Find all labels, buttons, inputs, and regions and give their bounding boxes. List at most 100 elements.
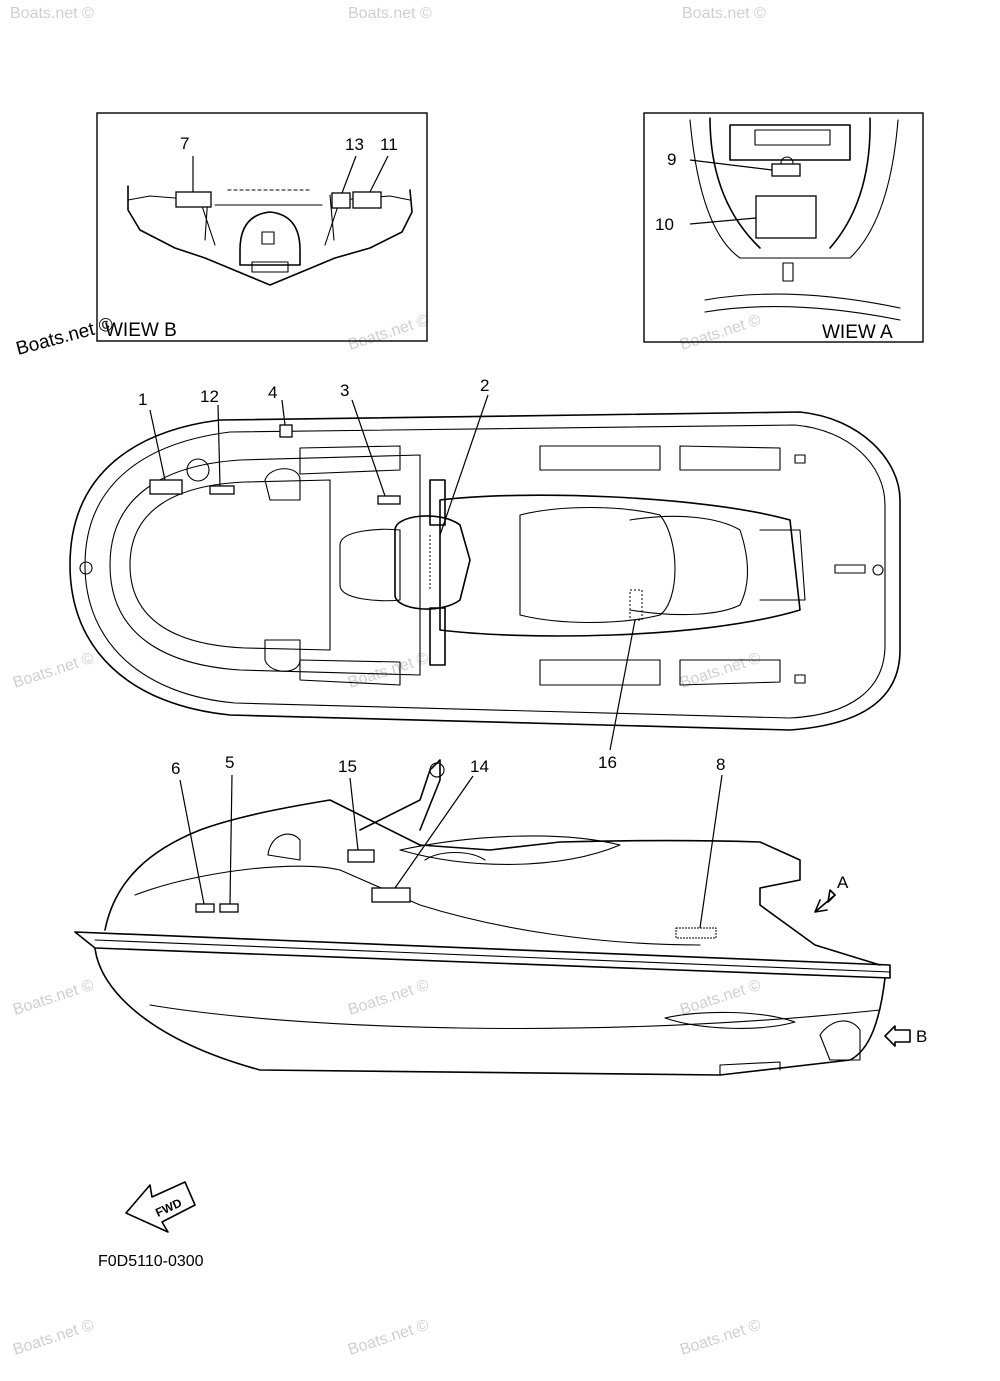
label-14 <box>371 887 411 903</box>
leader-8 <box>699 774 723 929</box>
leader-5 <box>229 774 233 905</box>
side-handlebar <box>359 759 441 831</box>
label-11 <box>352 191 382 209</box>
watermark-main: Boats.net © <box>14 314 116 360</box>
top-hull-rim <box>84 424 886 719</box>
callout-10: 10 <box>655 215 674 234</box>
side-seat-top <box>399 835 621 865</box>
top-bow-inner <box>129 479 331 651</box>
leader-13 <box>341 155 357 194</box>
callout-7: 7 <box>180 134 189 153</box>
side-intake <box>664 1011 796 1029</box>
watermark: Boats.net © <box>678 312 763 354</box>
watermark: Boats.net © <box>10 5 94 22</box>
top-fuel-cap <box>186 458 210 482</box>
callout-5: 5 <box>225 753 234 772</box>
leader-3 <box>351 399 386 497</box>
top-view: 1 12 4 3 2 16 <box>69 376 901 772</box>
side-grip-end <box>429 762 445 778</box>
watermark: Boats.net © <box>346 312 431 354</box>
stern-outline <box>127 185 413 286</box>
callout-12: 12 <box>200 387 219 406</box>
view-b-arrow-label: B <box>916 1027 927 1046</box>
callout-9: 9 <box>667 150 676 169</box>
top-grips <box>429 479 446 666</box>
callout-6: 6 <box>171 759 180 778</box>
hull-outer <box>689 119 899 259</box>
callout-14: 14 <box>470 757 489 776</box>
stern-nozzle <box>239 211 301 266</box>
leader-12 <box>217 404 221 487</box>
top-bow-eye <box>79 561 93 575</box>
deck-lines <box>704 293 901 321</box>
watermark: Boats.net © <box>678 650 763 692</box>
leader-11 <box>369 155 389 193</box>
callout-11: 11 <box>380 135 398 154</box>
watermark: Boats.net © <box>11 977 96 1019</box>
watermarks: Boats.net © Boats.net © Boats.net © Boat… <box>10 5 766 1359</box>
label-7 <box>175 191 212 208</box>
view-a-frame <box>643 112 924 343</box>
top-bow-deck <box>109 454 421 676</box>
top-seat <box>439 494 801 637</box>
callout-13: 13 <box>345 135 364 154</box>
view-a-title: WIEW A <box>822 322 893 343</box>
top-seat-pad-2 <box>629 515 748 616</box>
view-b-frame <box>96 112 428 342</box>
hull-outline <box>709 117 871 249</box>
watermark: Boats.net © <box>11 1317 96 1359</box>
fwd-arrow-icon <box>125 1181 196 1233</box>
leader-1 <box>149 409 166 481</box>
leader-6 <box>179 779 205 905</box>
callout-8: 8 <box>716 755 725 774</box>
label-6 <box>195 903 215 913</box>
nozzle-square <box>261 231 275 245</box>
view-b-title: WIEW B <box>105 320 177 341</box>
view-a-arrow-label: A <box>837 873 849 892</box>
part-code: F0D5110-0300 <box>98 1253 204 1270</box>
view-a-inset: 9 10 WIEW A <box>643 112 924 343</box>
side-deck-line <box>134 865 701 946</box>
side-mirror <box>267 833 301 861</box>
callout-4: 4 <box>268 383 277 402</box>
label-4 <box>279 424 293 438</box>
callout-3: 3 <box>340 381 349 400</box>
label-1 <box>149 479 183 495</box>
leader-14 <box>394 775 474 889</box>
label-12 <box>209 485 235 495</box>
label-13 <box>331 192 351 209</box>
side-upper-deck <box>104 799 881 966</box>
callout-15: 15 <box>338 757 357 776</box>
top-mirrors <box>264 468 301 672</box>
side-gunwale-line <box>94 939 891 973</box>
callout-2: 2 <box>480 376 489 395</box>
top-steering <box>394 515 471 610</box>
fwd-label: FWD <box>153 1195 184 1219</box>
fwd-indicator: FWD <box>125 1181 196 1233</box>
watermark: Boats.net © <box>346 650 431 692</box>
hull-top <box>729 124 851 161</box>
leader-2 <box>439 394 489 536</box>
label-8 <box>675 927 717 939</box>
view-b-inset: 7 13 11 WIEW B <box>96 112 428 342</box>
callout-16: 16 <box>598 753 617 772</box>
side-chine <box>149 1004 881 1030</box>
top-rear-step <box>759 529 806 601</box>
side-lower-hull <box>94 947 886 1076</box>
watermark: Boats.net © <box>346 1317 431 1359</box>
watermark: Boats.net © <box>346 977 431 1019</box>
top-stern-eye <box>872 564 884 576</box>
side-nozzle <box>819 1020 861 1061</box>
top-console <box>339 528 401 602</box>
label-16 <box>629 589 643 621</box>
leader-4 <box>281 399 286 426</box>
watermark: Boats.net © <box>678 1317 763 1359</box>
top-hull-outer <box>69 411 901 731</box>
watermark: Boats.net © <box>682 5 766 22</box>
label-15 <box>347 849 375 863</box>
top-side-trays-upper <box>299 445 781 475</box>
watermark: Boats.net © <box>348 5 432 22</box>
side-footwell <box>424 852 486 861</box>
hull-vent <box>754 129 831 146</box>
side-view: 6 5 15 14 8 A B <box>74 753 927 1076</box>
